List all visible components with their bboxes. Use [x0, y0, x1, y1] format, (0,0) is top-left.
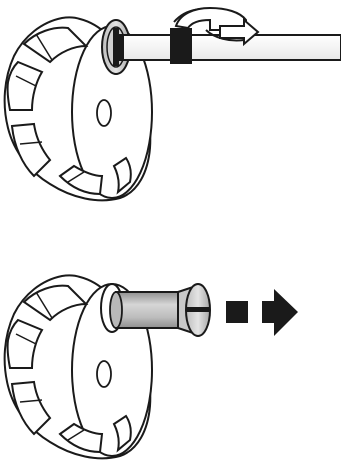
- spindle-pin: [109, 283, 211, 337]
- knob-recess: [96, 360, 112, 388]
- removal-arrow: [226, 289, 298, 336]
- knob-recess: [96, 99, 112, 127]
- step-1-panel: [3, 6, 341, 202]
- step-2-panel: [3, 274, 298, 460]
- rotation-arrow: [174, 6, 260, 47]
